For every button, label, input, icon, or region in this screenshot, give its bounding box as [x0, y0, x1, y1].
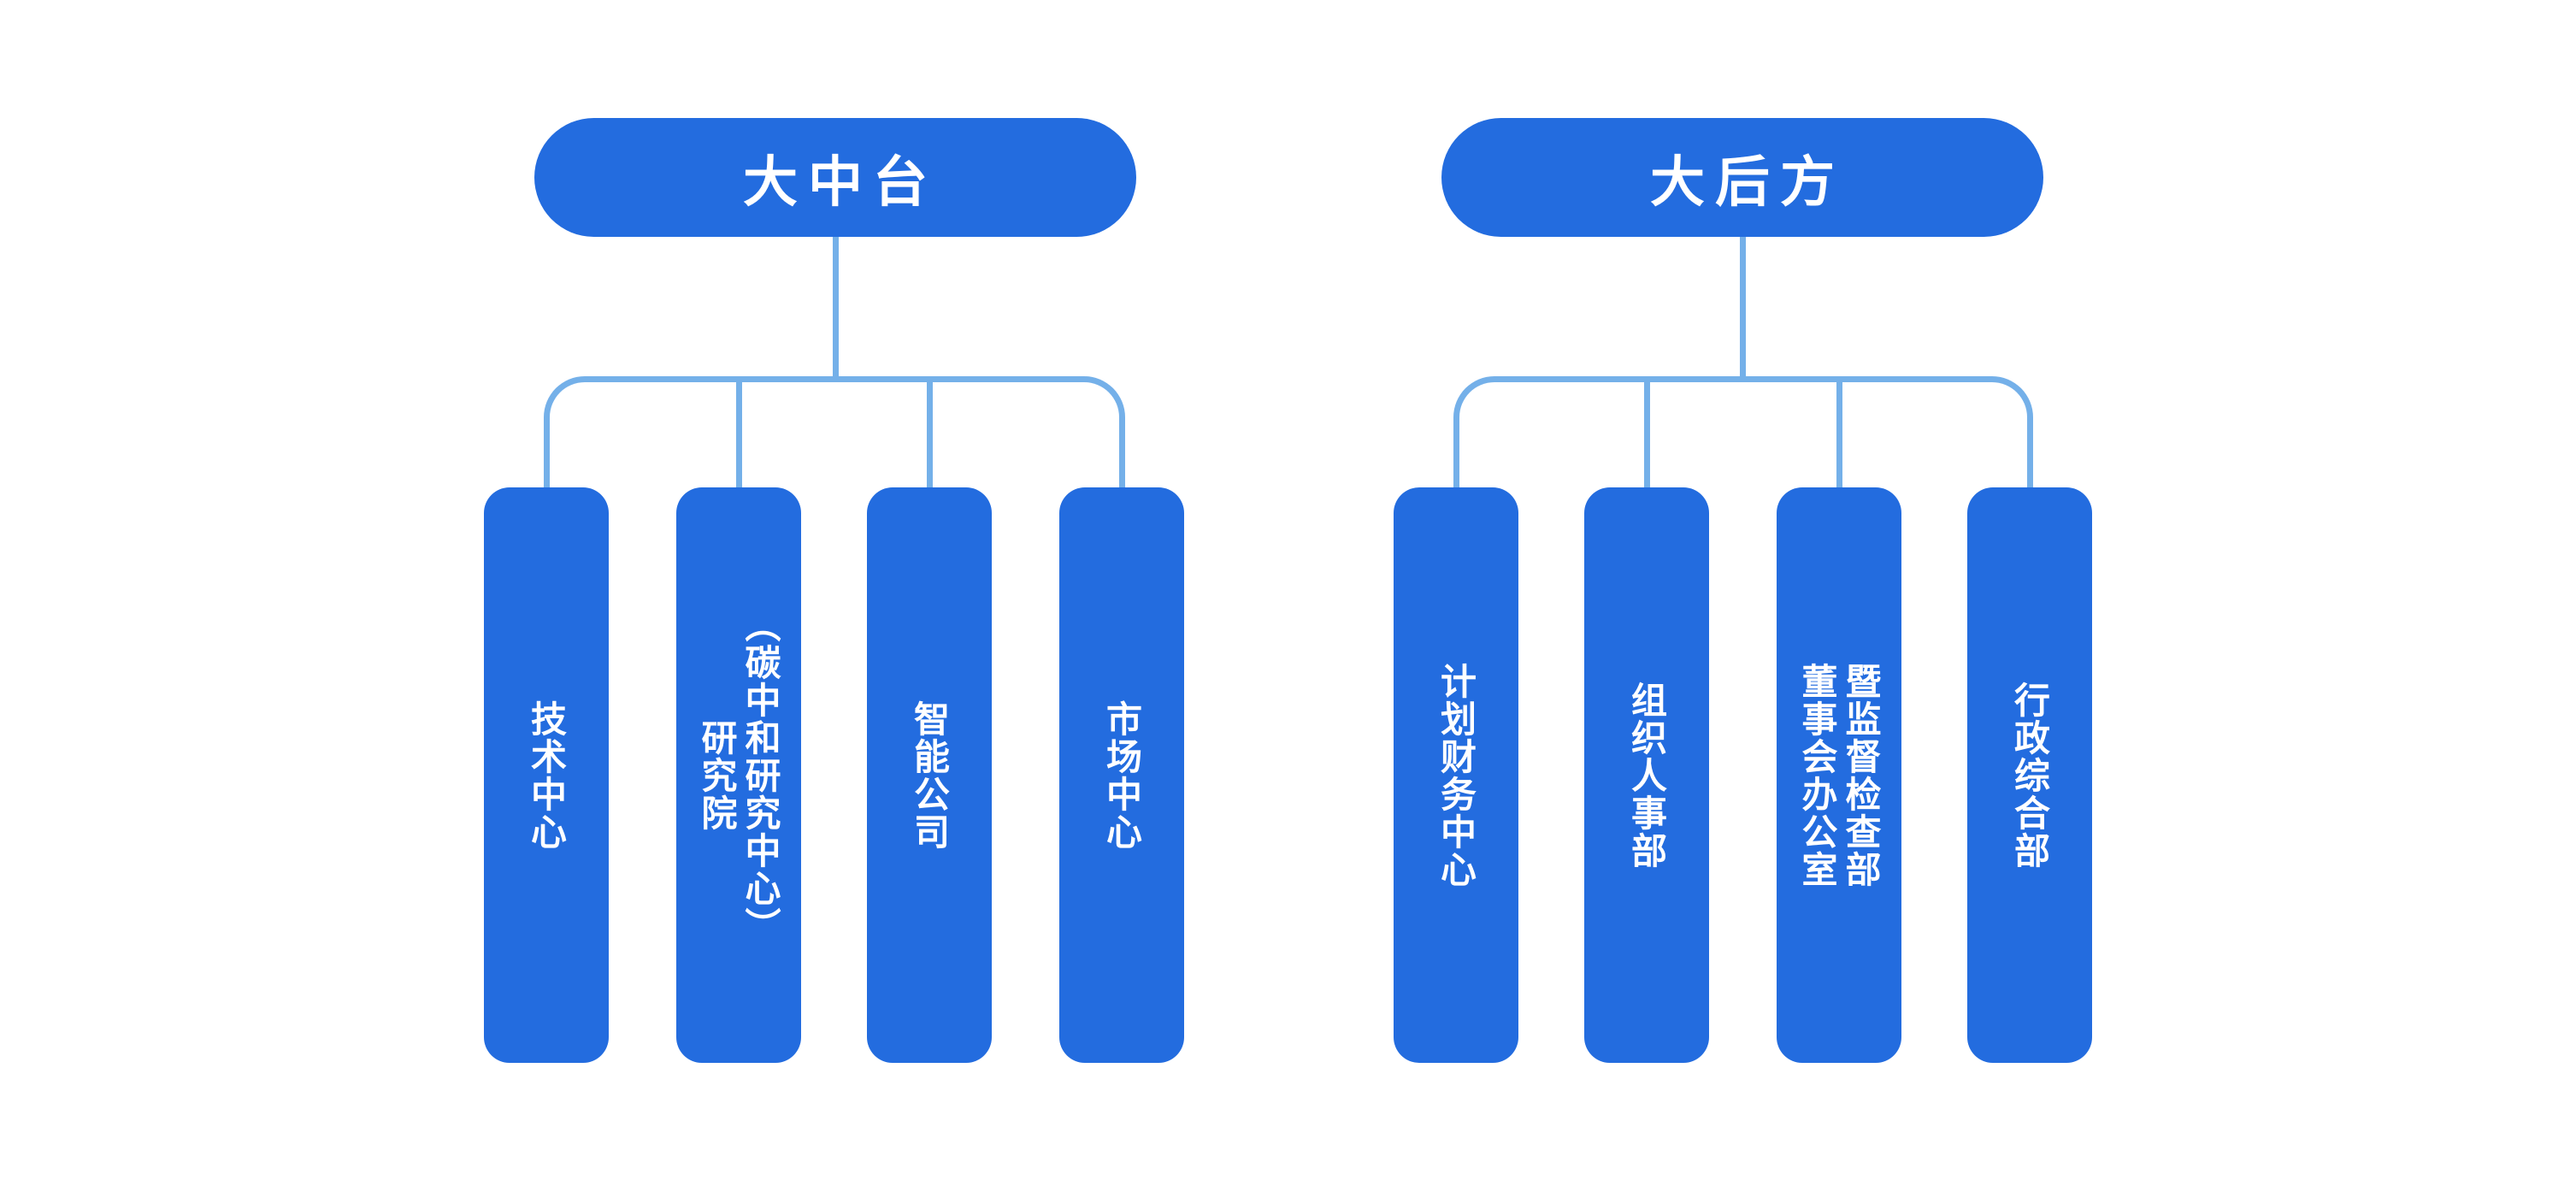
- child-node-dahoufang-1[interactable]: 组织人事部: [1584, 487, 1709, 1063]
- connector-stem: [1739, 237, 1746, 382]
- child-node-label-line: 组织人事部: [1626, 681, 1667, 870]
- child-node-label-line: 技术中心: [526, 699, 567, 851]
- child-node-label-line: （碳中和研究中心）: [740, 605, 781, 945]
- parent-node-dazhongtai[interactable]: 大中台: [534, 118, 1136, 237]
- connector-drop: [1643, 376, 1650, 487]
- child-node-dazhongtai-0[interactable]: 技术中心: [484, 487, 609, 1063]
- child-node-dazhongtai-3[interactable]: 市场中心: [1059, 487, 1184, 1063]
- connector-bracket: [1453, 376, 2033, 487]
- connector-drop: [926, 376, 933, 487]
- child-node-dazhongtai-2[interactable]: 智能公司: [867, 487, 992, 1063]
- connector-bracket: [543, 376, 1125, 487]
- child-node-label-line: 董事会办公室: [1797, 662, 1837, 888]
- connector-drop: [1836, 376, 1842, 487]
- connector-stem: [832, 237, 839, 382]
- connector-drop: [735, 376, 742, 487]
- parent-node-dahoufang[interactable]: 大后方: [1441, 118, 2043, 237]
- child-node-dahoufang-0[interactable]: 计划财务中心: [1394, 487, 1518, 1063]
- parent-node-label: 大后方: [1650, 150, 1845, 213]
- child-node-label-line: 行政综合部: [2009, 681, 2050, 870]
- child-node-dazhongtai-1[interactable]: 研究院（碳中和研究中心）: [676, 487, 801, 1063]
- child-node-label-line: 暨监督检查部: [1841, 662, 1882, 888]
- child-node-label-line: 计划财务中心: [1435, 662, 1477, 888]
- child-node-label-line: 研究院: [697, 718, 737, 832]
- child-node-label-line: 智能公司: [909, 699, 950, 851]
- parent-node-label: 大中台: [743, 150, 938, 213]
- child-node-dahoufang-3[interactable]: 行政综合部: [1967, 487, 2092, 1063]
- child-node-dahoufang-2[interactable]: 董事会办公室暨监督检查部: [1777, 487, 1901, 1063]
- child-node-label-line: 市场中心: [1101, 699, 1142, 851]
